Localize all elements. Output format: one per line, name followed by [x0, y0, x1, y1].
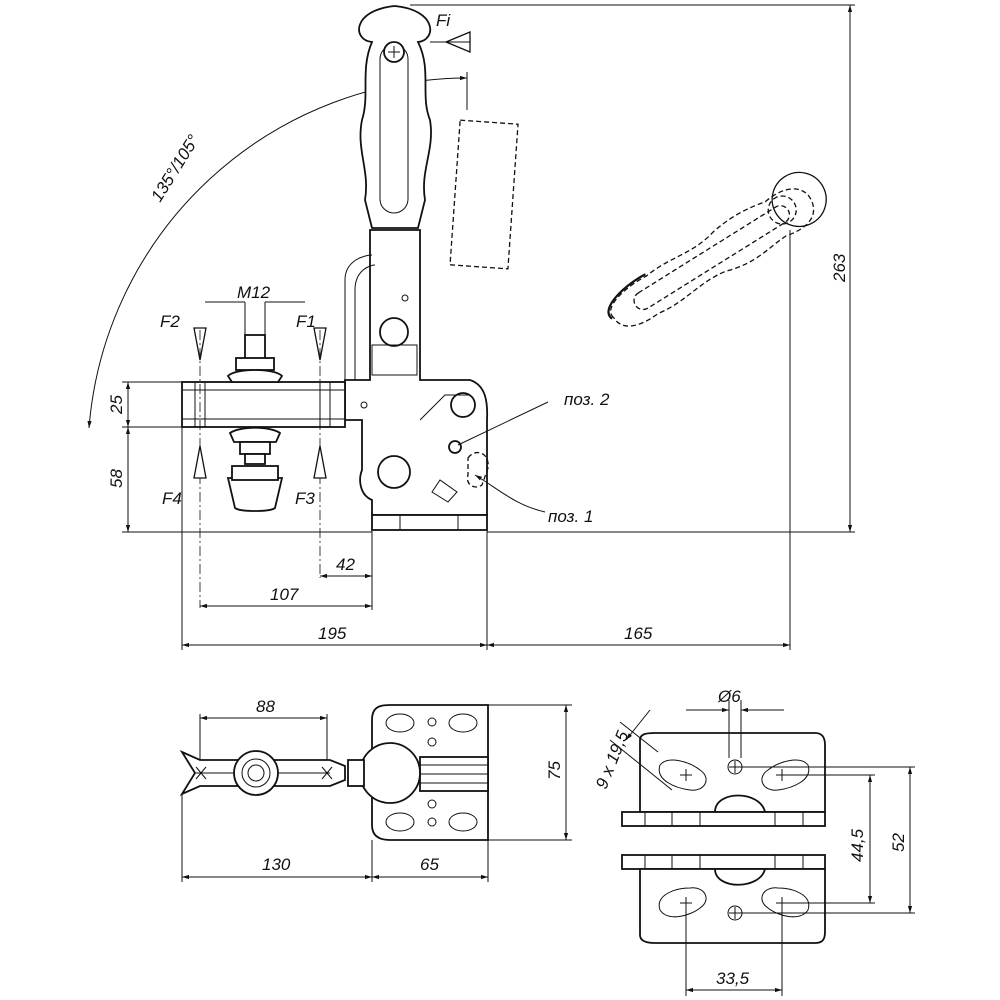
force-arrows [193, 31, 471, 608]
dim-263: 263 [830, 253, 849, 283]
dim-52: 52 [889, 833, 908, 852]
thread-label: M12 [237, 283, 271, 302]
side-view: 135°/105° [87, 4, 855, 650]
dim-33-5: 33,5 [716, 969, 750, 988]
force-f2-label: F2 [160, 312, 180, 331]
handle-ghost-position [449, 119, 519, 270]
force-f1-label: F1 [296, 312, 316, 331]
dim-hole-diameter: Ø6 [717, 687, 741, 706]
clamp-body [344, 229, 489, 531]
dim-130: 130 [262, 855, 291, 874]
force-f3-label: F3 [295, 489, 315, 508]
dim-107: 107 [270, 585, 299, 604]
base-view: Ø6 9 x 19,5 44,5 52 33,5 [592, 687, 915, 996]
dim-88: 88 [256, 697, 275, 716]
dim-42: 42 [336, 555, 355, 574]
dim-65: 65 [420, 855, 439, 874]
spindle-bar [181, 381, 346, 428]
dim-25: 25 [107, 395, 126, 415]
dim-165: 165 [624, 624, 653, 643]
force-fi-label: Fi [436, 11, 451, 30]
dim-58: 58 [107, 469, 126, 488]
dim-slots: 9 x 19,5 [592, 728, 632, 792]
position-1-label: поз. 1 [548, 507, 593, 526]
position-2-label: поз. 2 [564, 390, 610, 409]
handle-open-position [607, 171, 827, 327]
dim-195: 195 [318, 624, 347, 643]
top-view: 88 130 65 75 [179, 697, 572, 882]
force-f4-label: F4 [162, 489, 182, 508]
dim-44-5: 44,5 [848, 828, 867, 862]
bolt-top [226, 334, 284, 383]
spindle-tip [226, 426, 284, 512]
handle-vertical [358, 5, 432, 229]
dim-75: 75 [545, 761, 564, 780]
